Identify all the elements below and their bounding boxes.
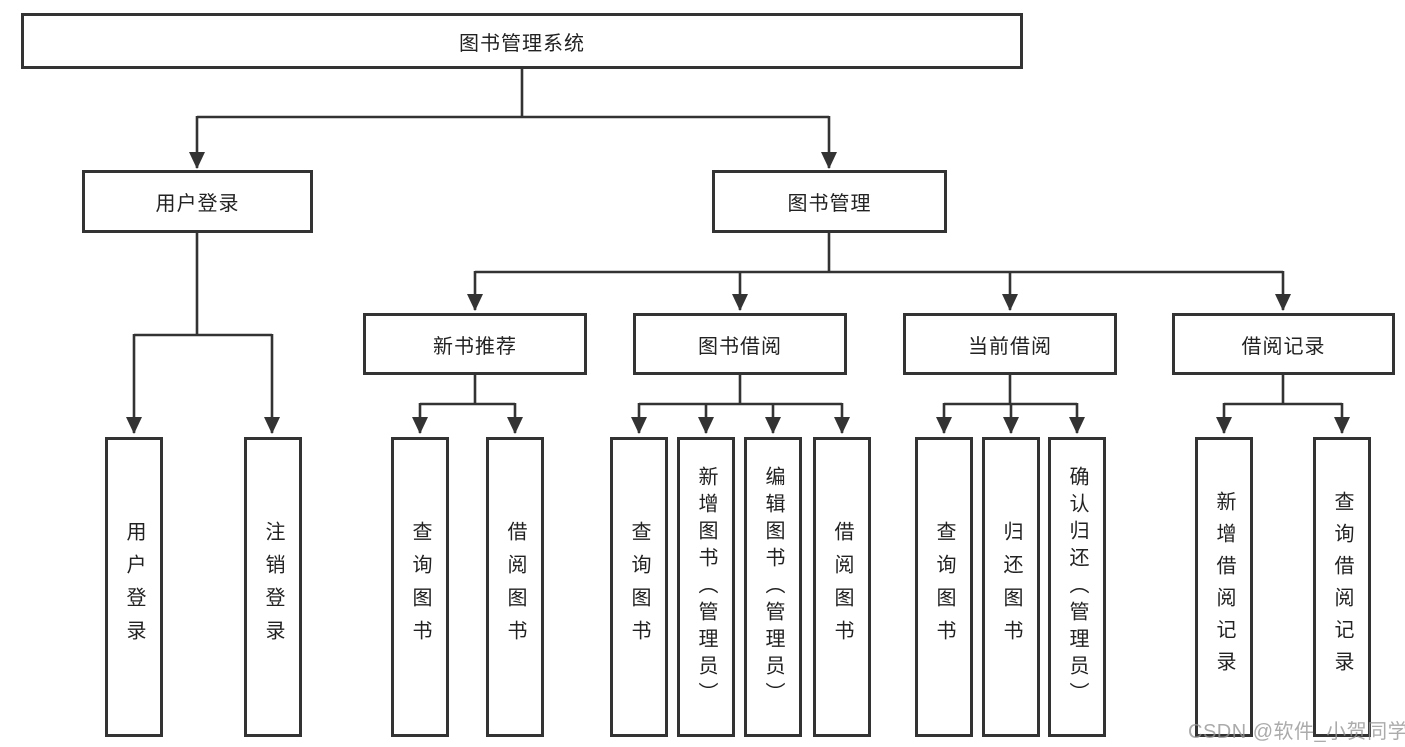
node-root: 图书管理系统	[21, 13, 1023, 69]
node-user-login-branch: 用户登录	[82, 170, 313, 233]
node-book-management: 图书管理	[712, 170, 947, 233]
node-borrowing-records: 借阅记录	[1172, 313, 1395, 375]
leaf-add-books-admin: 新增图书（管理员）	[677, 437, 735, 737]
leaf-label: 查询图书	[628, 521, 650, 653]
leaf-label: 确认归还（管理员）	[1066, 465, 1088, 709]
leaf-label: 新增图书（管理员）	[695, 465, 717, 709]
leaf-label: 用户登录	[123, 521, 145, 653]
leaf-add-borrow-record: 新增借阅记录	[1195, 437, 1253, 737]
node-book-borrowing: 图书借阅	[633, 313, 847, 375]
leaf-confirm-return-admin: 确认归还（管理员）	[1048, 437, 1106, 737]
leaf-borrow-books-recommend: 借阅图书	[486, 437, 544, 737]
leaf-label: 查询图书	[409, 521, 431, 653]
leaf-user-login: 用户登录	[105, 437, 163, 737]
leaf-query-books-borrow: 查询图书	[610, 437, 668, 737]
leaf-label: 借阅图书	[504, 521, 526, 653]
watermark: CSDN @软件_小贺同学	[1188, 721, 1405, 743]
leaf-label: 借阅图书	[831, 521, 853, 653]
leaf-logout: 注销登录	[244, 437, 302, 737]
leaf-label: 查询借阅记录	[1331, 491, 1353, 683]
node-label: 借阅记录	[1241, 335, 1326, 358]
leaf-label: 查询图书	[933, 521, 955, 653]
leaf-query-books-current: 查询图书	[915, 437, 973, 737]
leaf-return-books: 归还图书	[982, 437, 1040, 737]
node-label: 用户登录	[155, 193, 240, 215]
leaf-edit-books-admin: 编辑图书（管理员）	[744, 437, 802, 737]
node-label: 当前借阅	[968, 335, 1052, 358]
node-current-borrowing: 当前借阅	[903, 313, 1117, 375]
leaf-label: 归还图书	[1000, 521, 1022, 653]
node-root-label: 图书管理系统	[459, 32, 585, 55]
leaf-borrow-books: 借阅图书	[813, 437, 871, 737]
leaf-query-books-recommend: 查询图书	[391, 437, 449, 737]
leaf-label: 新增借阅记录	[1213, 491, 1235, 683]
node-new-book-recommend: 新书推荐	[363, 313, 587, 375]
node-label: 图书管理	[787, 193, 872, 215]
node-label: 图书借阅	[698, 335, 782, 358]
leaf-label: 注销登录	[262, 521, 284, 653]
leaf-query-borrow-record: 查询借阅记录	[1313, 437, 1371, 737]
leaf-label: 编辑图书（管理员）	[762, 465, 784, 709]
node-label: 新书推荐	[433, 335, 517, 358]
